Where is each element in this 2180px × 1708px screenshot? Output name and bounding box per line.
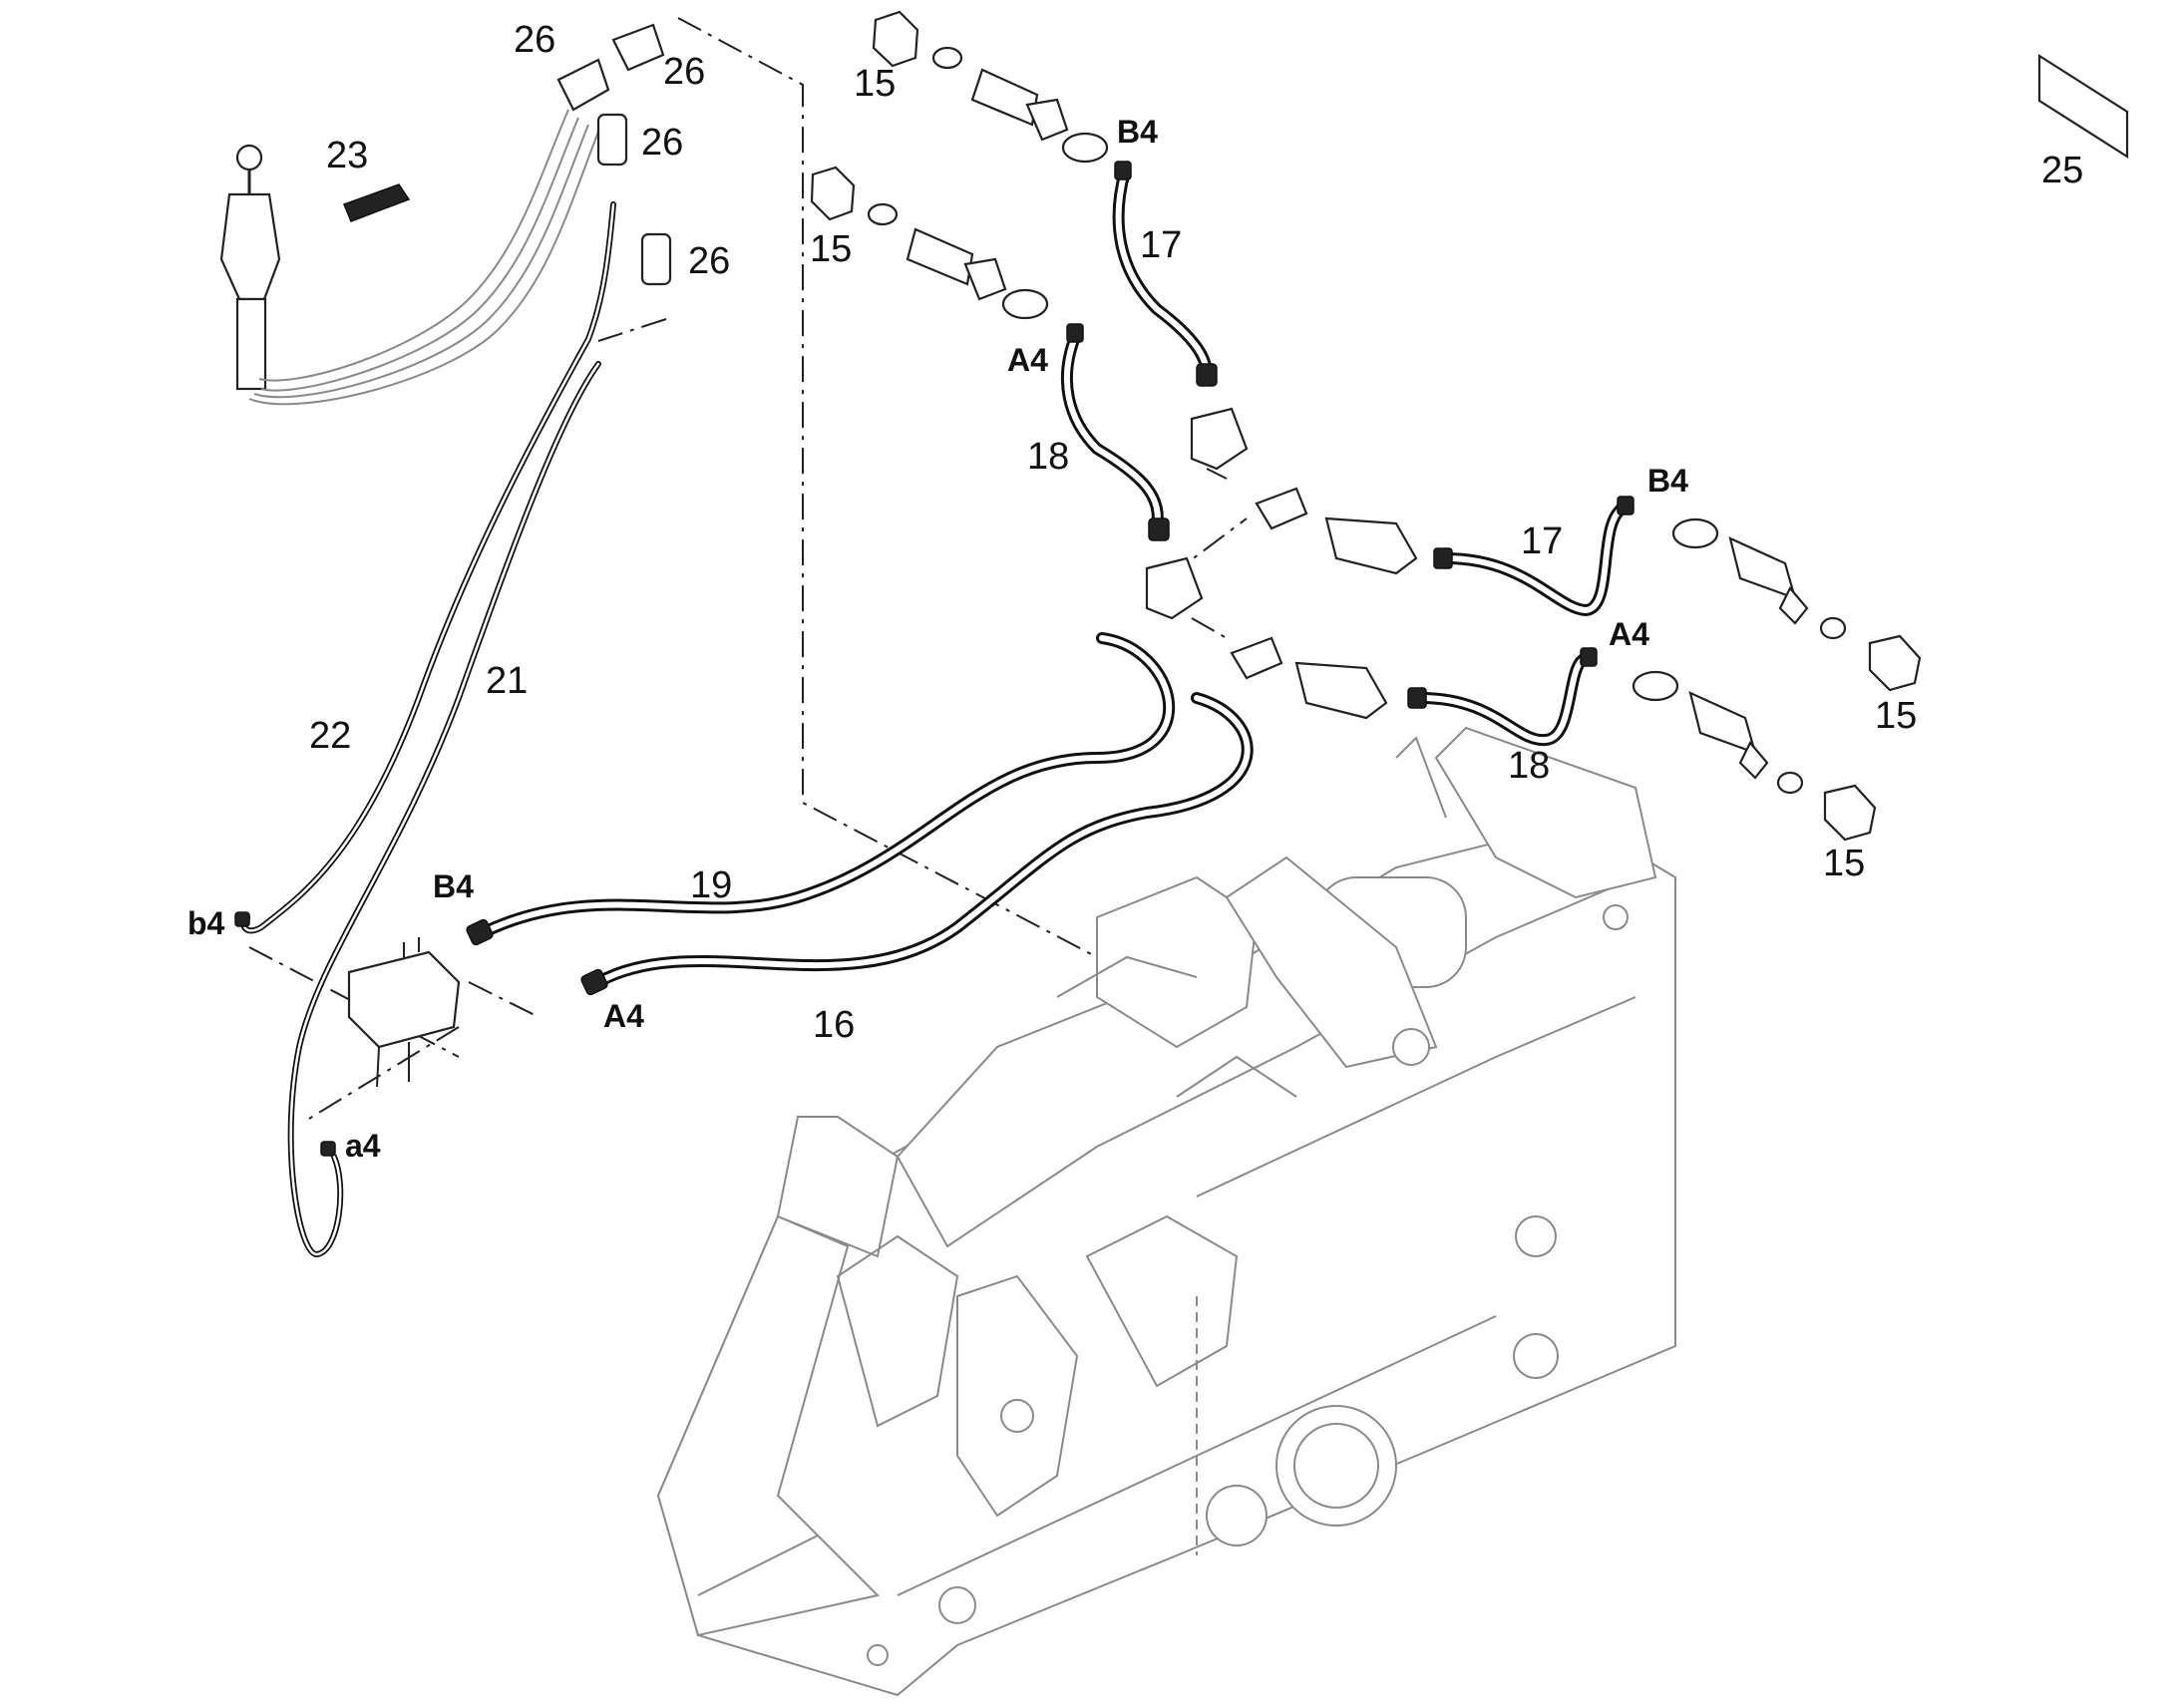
hose-18-right [1415, 652, 1594, 747]
callout-15: 15 [1823, 843, 1865, 884]
connector-labels: B4 A4 B4 A4 B4 A4 b4 a4 [187, 114, 1688, 1164]
connector-b4: B4 [433, 868, 474, 904]
callout-26: 26 [514, 19, 555, 61]
callout-26: 26 [688, 240, 730, 282]
coupler-right-a4 [1632, 670, 1877, 842]
connector-a4-pilot: a4 [345, 1128, 381, 1164]
hose-21 [287, 361, 601, 1257]
connector-b4: B4 [1117, 114, 1158, 150]
fittings-26 [556, 23, 672, 286]
callout-22: 22 [309, 715, 351, 757]
connector-b4: B4 [1647, 463, 1688, 499]
tee-fittings [1145, 407, 1418, 720]
callout-18: 18 [1027, 436, 1069, 478]
hose-fittings [234, 161, 1635, 1157]
callout-23: 23 [326, 135, 368, 176]
coupler-top-b4 [872, 10, 1109, 164]
coupler-right-b4 [1671, 517, 1922, 692]
connector-a4: A4 [1007, 342, 1048, 378]
callout-labels: 15 15 15 15 16 17 17 18 18 19 21 22 23 2… [309, 19, 2083, 1046]
callout-21: 21 [486, 660, 528, 702]
callout-25: 25 [2041, 150, 2083, 191]
callout-15: 15 [810, 228, 852, 270]
callout-26: 26 [641, 122, 683, 164]
connector-b4-pilot: b4 [187, 905, 225, 941]
connector-a4: A4 [603, 998, 644, 1034]
hose-17-upper [1112, 166, 1213, 380]
callout-19: 19 [690, 864, 732, 906]
callout-26: 26 [663, 51, 705, 93]
hose-19 [478, 632, 1176, 938]
callout-17: 17 [1140, 224, 1182, 266]
callout-15: 15 [1875, 695, 1917, 737]
decal-sheet [2037, 53, 2129, 160]
hose-22 [240, 201, 616, 934]
pilot-valve [347, 937, 461, 1088]
coupler-top-a4 [810, 166, 1049, 320]
hose-17-right [1440, 501, 1632, 616]
callout-15: 15 [854, 63, 896, 105]
joystick-assembly [219, 109, 599, 406]
callout-16: 16 [813, 1004, 855, 1046]
loader-chassis [656, 726, 1676, 1697]
connector-a4: A4 [1609, 616, 1649, 652]
hose-18-upper [1060, 331, 1164, 534]
callout-18: 18 [1508, 745, 1550, 787]
callout-17: 17 [1521, 520, 1563, 562]
hose-16 [592, 692, 1254, 988]
